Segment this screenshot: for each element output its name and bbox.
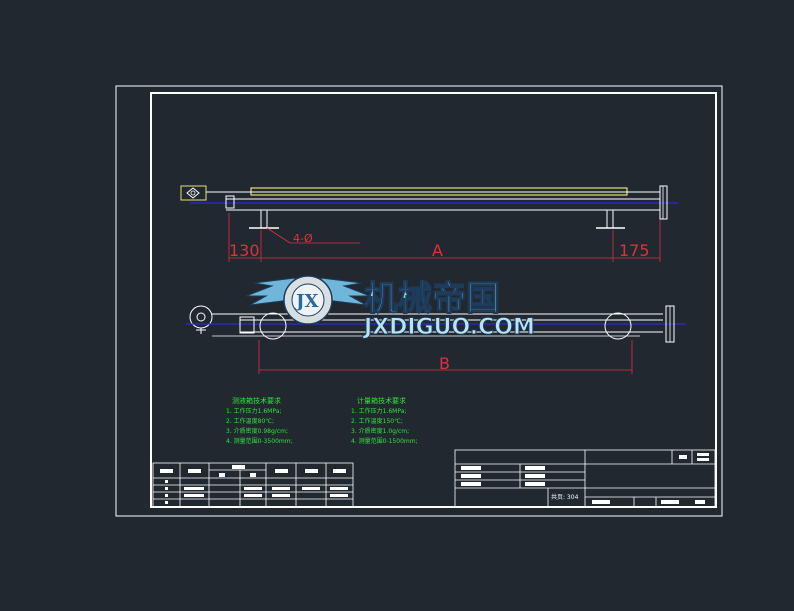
notes-right-line-4: 4. 测量范围0-1500mm; — [351, 437, 418, 445]
watermark-jx-letters: JX — [294, 291, 319, 312]
upper-gauge-view — [180, 185, 678, 229]
lower-round-head — [189, 305, 213, 329]
notes-left-line-3: 3. 介质密度0.98g/cm; — [226, 427, 288, 435]
outer-frame — [115, 85, 723, 517]
notes-left-line-2: 2. 工作温度80℃; — [226, 417, 274, 425]
notes-left-line-1: 1. 工作压力1.6MPa; — [226, 407, 281, 415]
notes-left: 测液箱技术要求 1. 工作压力1.6MPa; 2. 工作温度80℃; 3. 介质… — [226, 396, 293, 445]
watermark-english: JXDIGUO.COM — [362, 315, 535, 340]
notes-right-title: 计量箱技术要求 — [357, 396, 406, 405]
upper-left-support — [260, 209, 268, 229]
lower-right-support — [604, 312, 632, 340]
upper-dimensions — [228, 213, 661, 262]
wing-left-icon — [245, 277, 296, 306]
watermark-chinese: 机械帝国 — [364, 279, 500, 319]
title-block-sheet-text: 共页: 304 — [551, 493, 579, 501]
notes-left-line-4: 4. 测量范围0-3500mm; — [226, 437, 293, 445]
upper-right-flange — [659, 185, 668, 220]
dim-175-label: 175 — [619, 241, 650, 260]
dim-130-label: 130 — [229, 241, 260, 260]
notes-right-line-2: 2. 工作温度150℃; — [351, 417, 403, 425]
notes-right: 计量箱技术要求 1. 工作压力1.6MPa; 2. 工作温度150℃; 3. 介… — [351, 396, 418, 445]
dim-a-label: A — [432, 241, 443, 260]
lower-left-support — [259, 312, 287, 340]
notes-right-line-1: 1. 工作压力1.6MPa; — [351, 407, 406, 415]
title-block — [454, 449, 716, 508]
upper-right-support — [606, 209, 614, 229]
dim-b-label: B — [439, 354, 450, 373]
upper-head-box — [180, 185, 207, 201]
notes-right-line-3: 3. 介质密度1.0g/cm; — [351, 427, 409, 435]
wing-right-icon — [320, 277, 371, 306]
lower-dimensions — [258, 340, 633, 374]
inner-frame — [150, 92, 717, 508]
notes-left-title: 测液箱技术要求 — [232, 396, 281, 405]
watermark-logo: JX 机械帝国 JXDIGUO.COM — [245, 275, 535, 341]
revision-table — [152, 462, 354, 508]
dim-holes-label: 4-Ø — [293, 232, 313, 245]
